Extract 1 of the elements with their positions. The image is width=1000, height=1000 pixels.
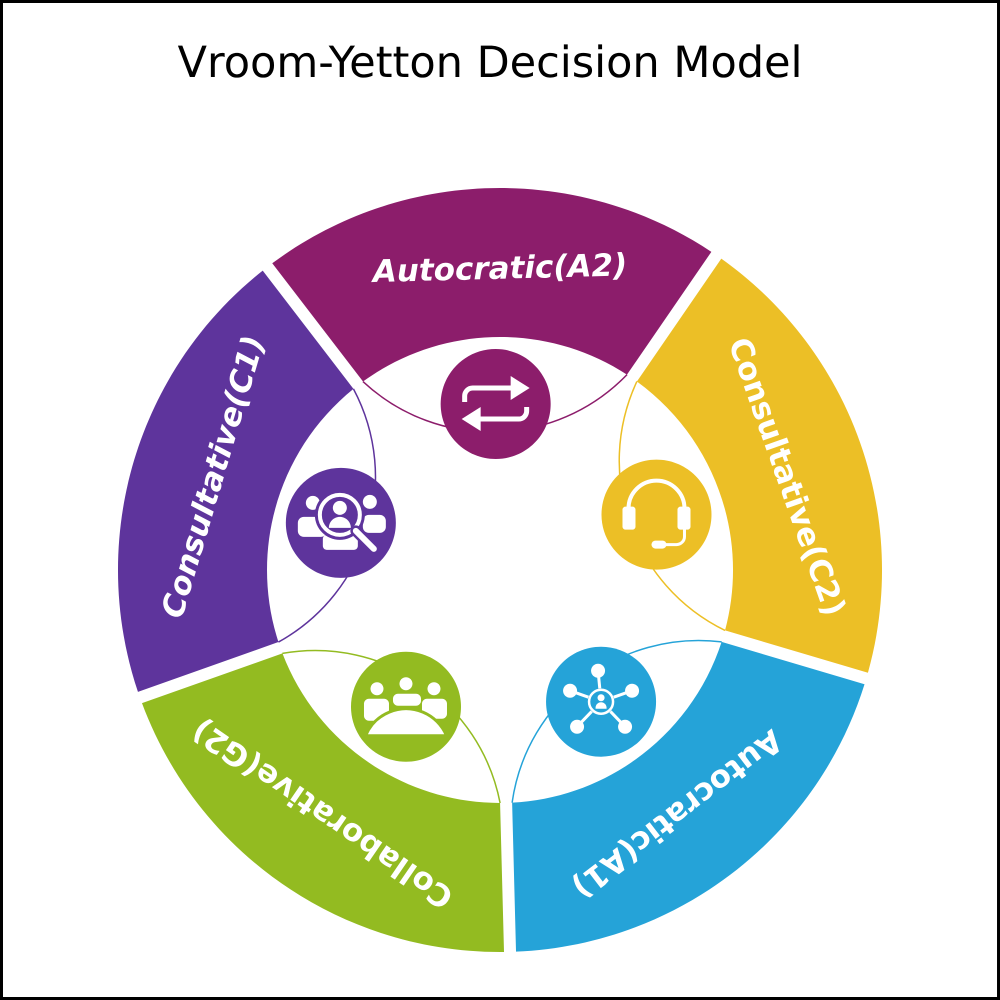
title: Vroom-Yetton Decision Model — [178, 44, 798, 78]
